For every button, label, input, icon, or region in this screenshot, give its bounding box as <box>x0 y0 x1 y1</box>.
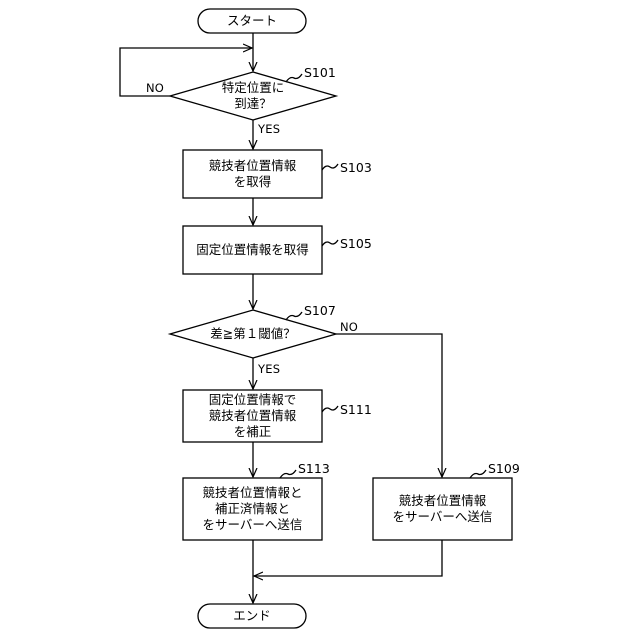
step-s111: S111 <box>340 402 372 417</box>
process-s105-text: 固定位置情報を取得 <box>183 226 322 274</box>
decision-s107-line1: 差≧第１閾値？ <box>210 326 295 342</box>
step-s109: S109 <box>488 461 520 476</box>
leader-s111 <box>322 406 338 412</box>
s107-no-label: NO <box>340 320 358 334</box>
decision-s101-text: 特定位置に 到達？ <box>183 78 323 114</box>
process-s103-text: 競技者位置情報 を取得 <box>183 150 322 198</box>
leader-s103 <box>322 164 338 170</box>
step-s105: S105 <box>340 236 372 251</box>
process-s111-line1: 固定位置情報で <box>209 392 297 408</box>
process-s103-line1: 競技者位置情報 <box>209 158 297 174</box>
process-s113-line2: 補正済情報と <box>215 501 290 517</box>
process-s113-line1: 競技者位置情報と <box>202 485 302 501</box>
leader-s107 <box>286 312 302 320</box>
process-s103-line2: を取得 <box>234 174 272 190</box>
step-s101: S101 <box>304 65 336 80</box>
process-s111-line3: を補正 <box>234 424 272 440</box>
step-s113: S113 <box>298 461 330 476</box>
edge-s109-to-merge <box>254 540 442 576</box>
step-s103: S103 <box>340 160 372 175</box>
decision-s101-line2: 到達？ <box>234 96 272 112</box>
leader-s105 <box>322 240 338 246</box>
s101-yes-label: YES <box>258 122 280 136</box>
process-s113-line3: をサーバーへ送信 <box>203 517 303 533</box>
process-s113-text: 競技者位置情報と 補正済情報と をサーバーへ送信 <box>183 478 322 540</box>
leader-s109 <box>470 470 486 478</box>
start-label: スタート <box>198 9 306 33</box>
process-s109-line1: 競技者位置情報 <box>399 493 487 509</box>
process-s111-line2: 競技者位置情報 <box>209 408 297 424</box>
s107-yes-label: YES <box>258 362 280 376</box>
end-label: エンド <box>198 604 306 628</box>
decision-s101-line1: 特定位置に <box>222 80 285 96</box>
leader-s113 <box>280 470 296 478</box>
process-s109-line2: をサーバーへ送信 <box>393 509 493 525</box>
process-s111-text: 固定位置情報で 競技者位置情報 を補正 <box>183 390 322 442</box>
s101-no-label: NO <box>146 81 164 95</box>
step-s107: S107 <box>304 303 336 318</box>
decision-s107-text: 差≧第１閾値？ <box>183 320 323 348</box>
process-s109-text: 競技者位置情報 をサーバーへ送信 <box>373 478 512 540</box>
process-s105-line1: 固定位置情報を取得 <box>196 242 309 258</box>
